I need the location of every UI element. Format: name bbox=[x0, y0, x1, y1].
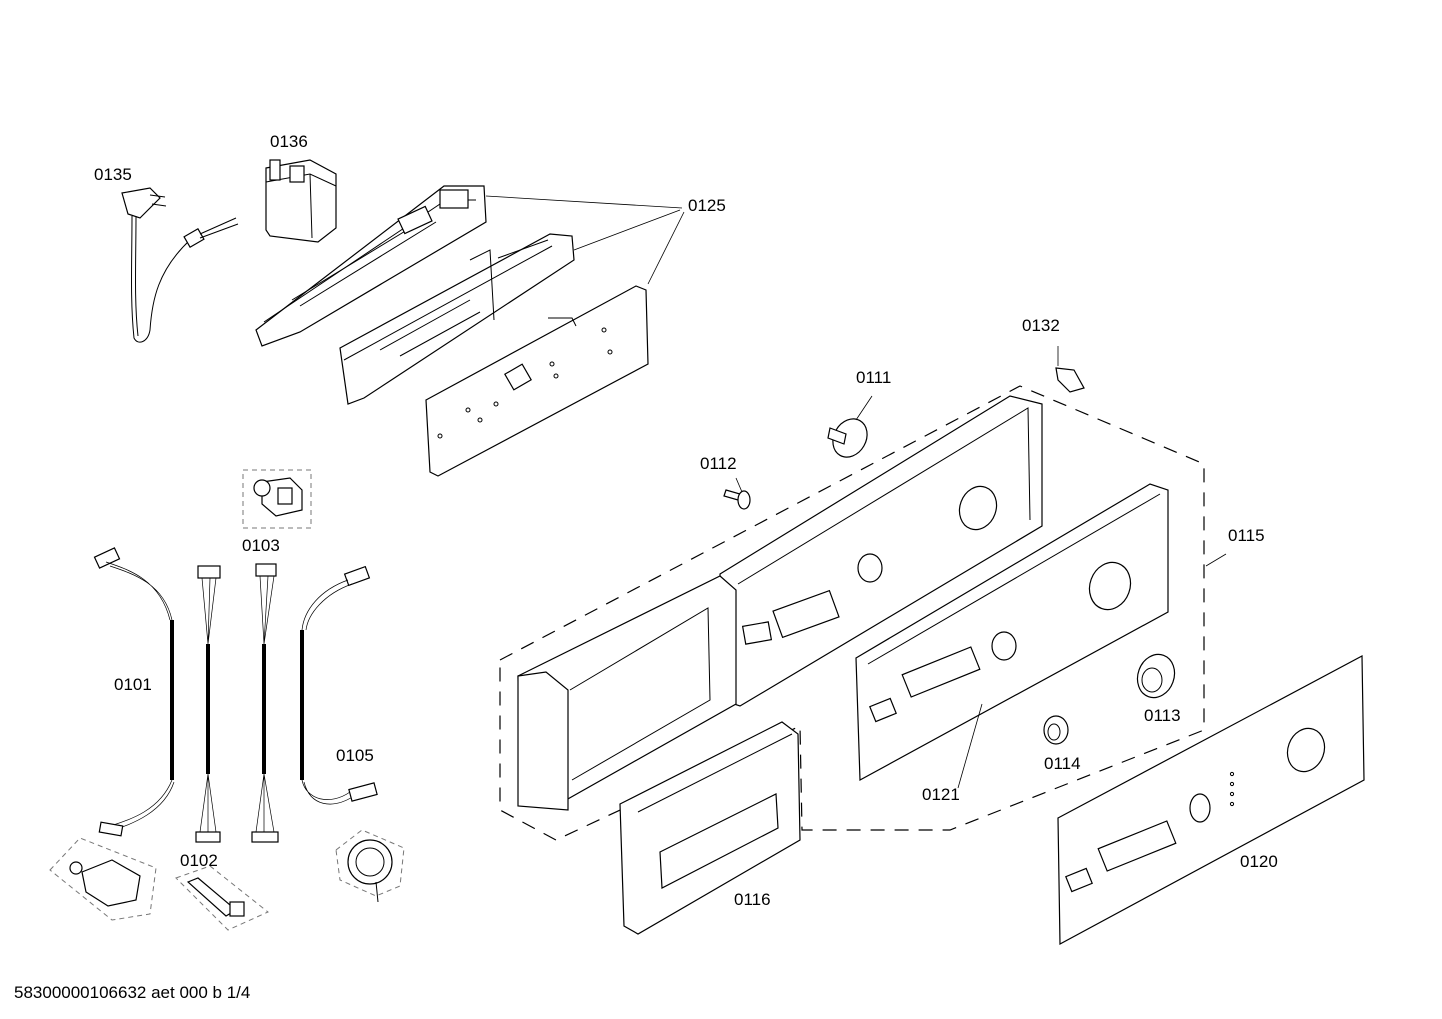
label-0120: 0120 bbox=[1240, 852, 1278, 871]
label-0132: 0132 bbox=[1022, 316, 1060, 335]
temperature-sensor bbox=[175, 865, 269, 931]
label-0105: 0105 bbox=[336, 746, 374, 765]
label-0136: 0136 bbox=[270, 132, 308, 151]
fascia-foil bbox=[1057, 655, 1365, 945]
label-0102: 0102 bbox=[180, 851, 218, 870]
label-0116: 0116 bbox=[734, 890, 771, 909]
temperature-knob bbox=[1043, 715, 1069, 745]
programme-knob bbox=[1136, 653, 1176, 699]
mains-cable-plug bbox=[121, 187, 239, 343]
label-0115: 0115 bbox=[1228, 526, 1265, 545]
interference-suppressor bbox=[265, 159, 337, 243]
control-module-assembly bbox=[255, 185, 685, 477]
label-0112: 0112 bbox=[700, 454, 737, 473]
cable-harnesses bbox=[93, 547, 378, 843]
solenoid-valve bbox=[242, 469, 312, 529]
document-footer: 58300000106632 aet 000 b 1/4 bbox=[14, 983, 250, 1002]
part-labels: 0135 0136 0125 0132 0111 0112 0103 0115 … bbox=[94, 132, 1278, 909]
label-0135: 0135 bbox=[94, 165, 132, 184]
selector-shaft bbox=[827, 395, 873, 458]
detergent-drawer-handle bbox=[619, 721, 801, 935]
pressure-switch bbox=[335, 829, 405, 903]
label-0101: 0101 bbox=[114, 675, 152, 694]
label-0114: 0114 bbox=[1044, 754, 1081, 773]
fascia-assembly bbox=[499, 385, 1227, 841]
label-0111: 0111 bbox=[856, 368, 891, 387]
label-0113: 0113 bbox=[1144, 706, 1181, 725]
drain-pump bbox=[49, 837, 157, 921]
label-0121: 0121 bbox=[922, 785, 960, 804]
label-0125: 0125 bbox=[688, 196, 726, 215]
label-0103: 0103 bbox=[242, 536, 280, 555]
clip bbox=[1055, 346, 1085, 393]
button-pin bbox=[723, 477, 751, 510]
